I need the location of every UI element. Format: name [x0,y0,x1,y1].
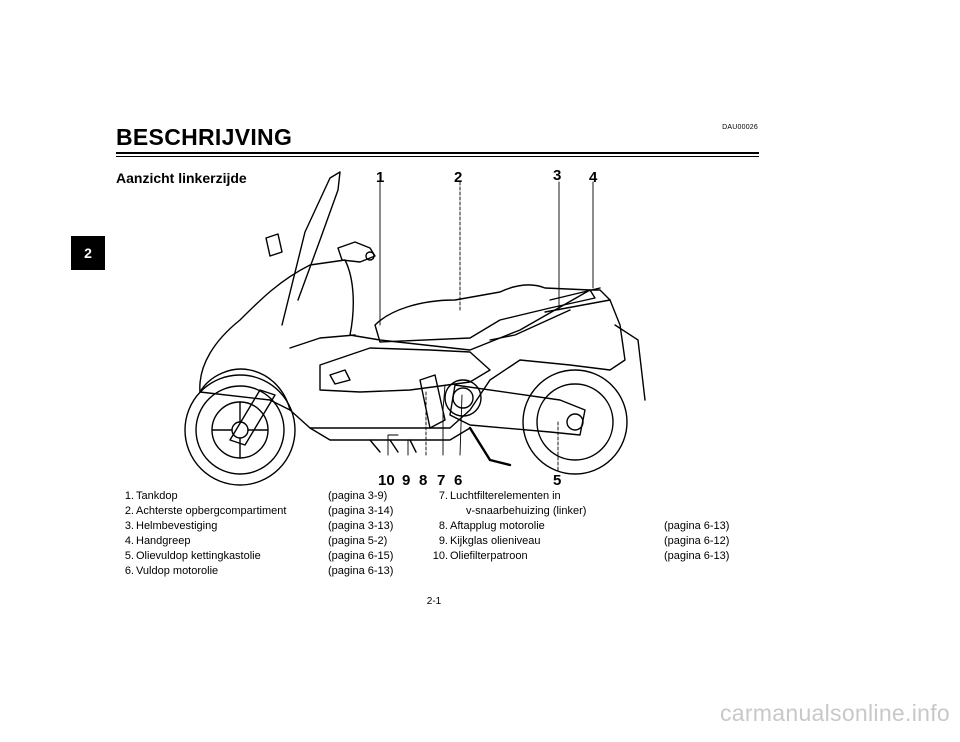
legend-number: 9. [438,535,448,547]
legend-number: 6. [124,565,134,577]
title-rule [116,152,759,154]
legend-page-ref: (pagina 6-13) [664,550,730,562]
callout-3: 3 [553,167,562,184]
section-title: Aanzicht linkerzijde [116,170,247,186]
legend-item: 2. Achterste opbergcompartiment (pagina … [116,504,416,519]
legend-right: 7. Luchtfilterelementen in v-snaarbehuiz… [430,489,750,564]
legend-number: 8. [438,520,448,532]
callout-1: 1 [376,169,385,186]
scooter-illustration [184,171,646,486]
legend-label: Achterste opbergcompartiment [136,505,287,517]
page-title: BESCHRIJVING [116,124,293,150]
legend-label: Oliefilterpatroon [450,550,528,562]
legend-number: 4. [124,535,134,547]
legend-item: 3. Helmbevestiging (pagina 3-13) [116,519,416,534]
callout-9: 9 [402,472,411,489]
legend-left: 1. Tankdop (pagina 3-9) 2. Achterste opb… [116,489,416,579]
legend-page-ref: (pagina 6-15) [328,550,394,562]
callout-7: 7 [437,472,446,489]
legend-item: 9. Kijkglas olieniveau (pagina 6-12) [430,534,750,549]
legend-label: Handgreep [136,535,191,547]
legend-number: 1. [124,490,134,502]
legend-label: Helmbevestiging [136,520,218,532]
legend-item: 5. Olievuldop kettingkastolie (pagina 6-… [116,549,416,564]
legend-number: 7. [438,490,448,502]
legend-item-continued: v-snaarbehuizing (linker) [430,504,750,519]
legend-label: Aftapplug motorolie [450,520,545,532]
legend-label: Luchtfilterelementen in [450,490,561,502]
page-number: 2-1 [426,596,442,607]
legend-number: 5. [124,550,134,562]
document-code: DAU00026 [722,124,758,131]
legend-label: Vuldop motorolie [136,565,219,577]
callout-6: 6 [454,472,463,489]
legend-item: 7. Luchtfilterelementen in [430,489,750,504]
callout-4: 4 [589,169,598,186]
callout-5: 5 [553,472,562,489]
legend-label: Kijkglas olieniveau [450,535,541,547]
legend-page-ref: (pagina 3-9) [328,490,388,502]
chapter-tab: 2 [71,236,105,270]
legend-page-ref: (pagina 6-13) [328,565,394,577]
watermark-text: carmanualsonline.info [719,700,950,726]
title-rule-thin [116,156,759,157]
legend-page-ref: (pagina 6-13) [664,520,730,532]
legend-item: 4. Handgreep (pagina 5-2) [116,534,416,549]
legend-item: 1. Tankdop (pagina 3-9) [116,489,416,504]
legend-page-ref: (pagina 5-2) [328,535,388,547]
callout-10: 10 [378,472,395,489]
legend-label: Olievuldop kettingkastolie [136,550,261,562]
callout-8: 8 [419,472,428,489]
legend-page-ref: (pagina 6-12) [664,535,730,547]
legend-item: 10. Oliefilterpatroon (pagina 6-13) [430,549,750,564]
legend-item: 8. Aftapplug motorolie (pagina 6-13) [430,519,750,534]
legend-label: Tankdop [136,490,178,502]
legend-number: 10. [432,550,448,562]
legend-page-ref: (pagina 3-13) [328,520,394,532]
legend-label-continued: v-snaarbehuizing (linker) [466,505,587,517]
callout-2: 2 [454,169,463,186]
legend-page-ref: (pagina 3-14) [328,505,394,517]
legend-number: 2. [124,505,134,517]
legend-item: 6. Vuldop motorolie (pagina 6-13) [116,564,416,579]
legend-number: 3. [124,520,134,532]
